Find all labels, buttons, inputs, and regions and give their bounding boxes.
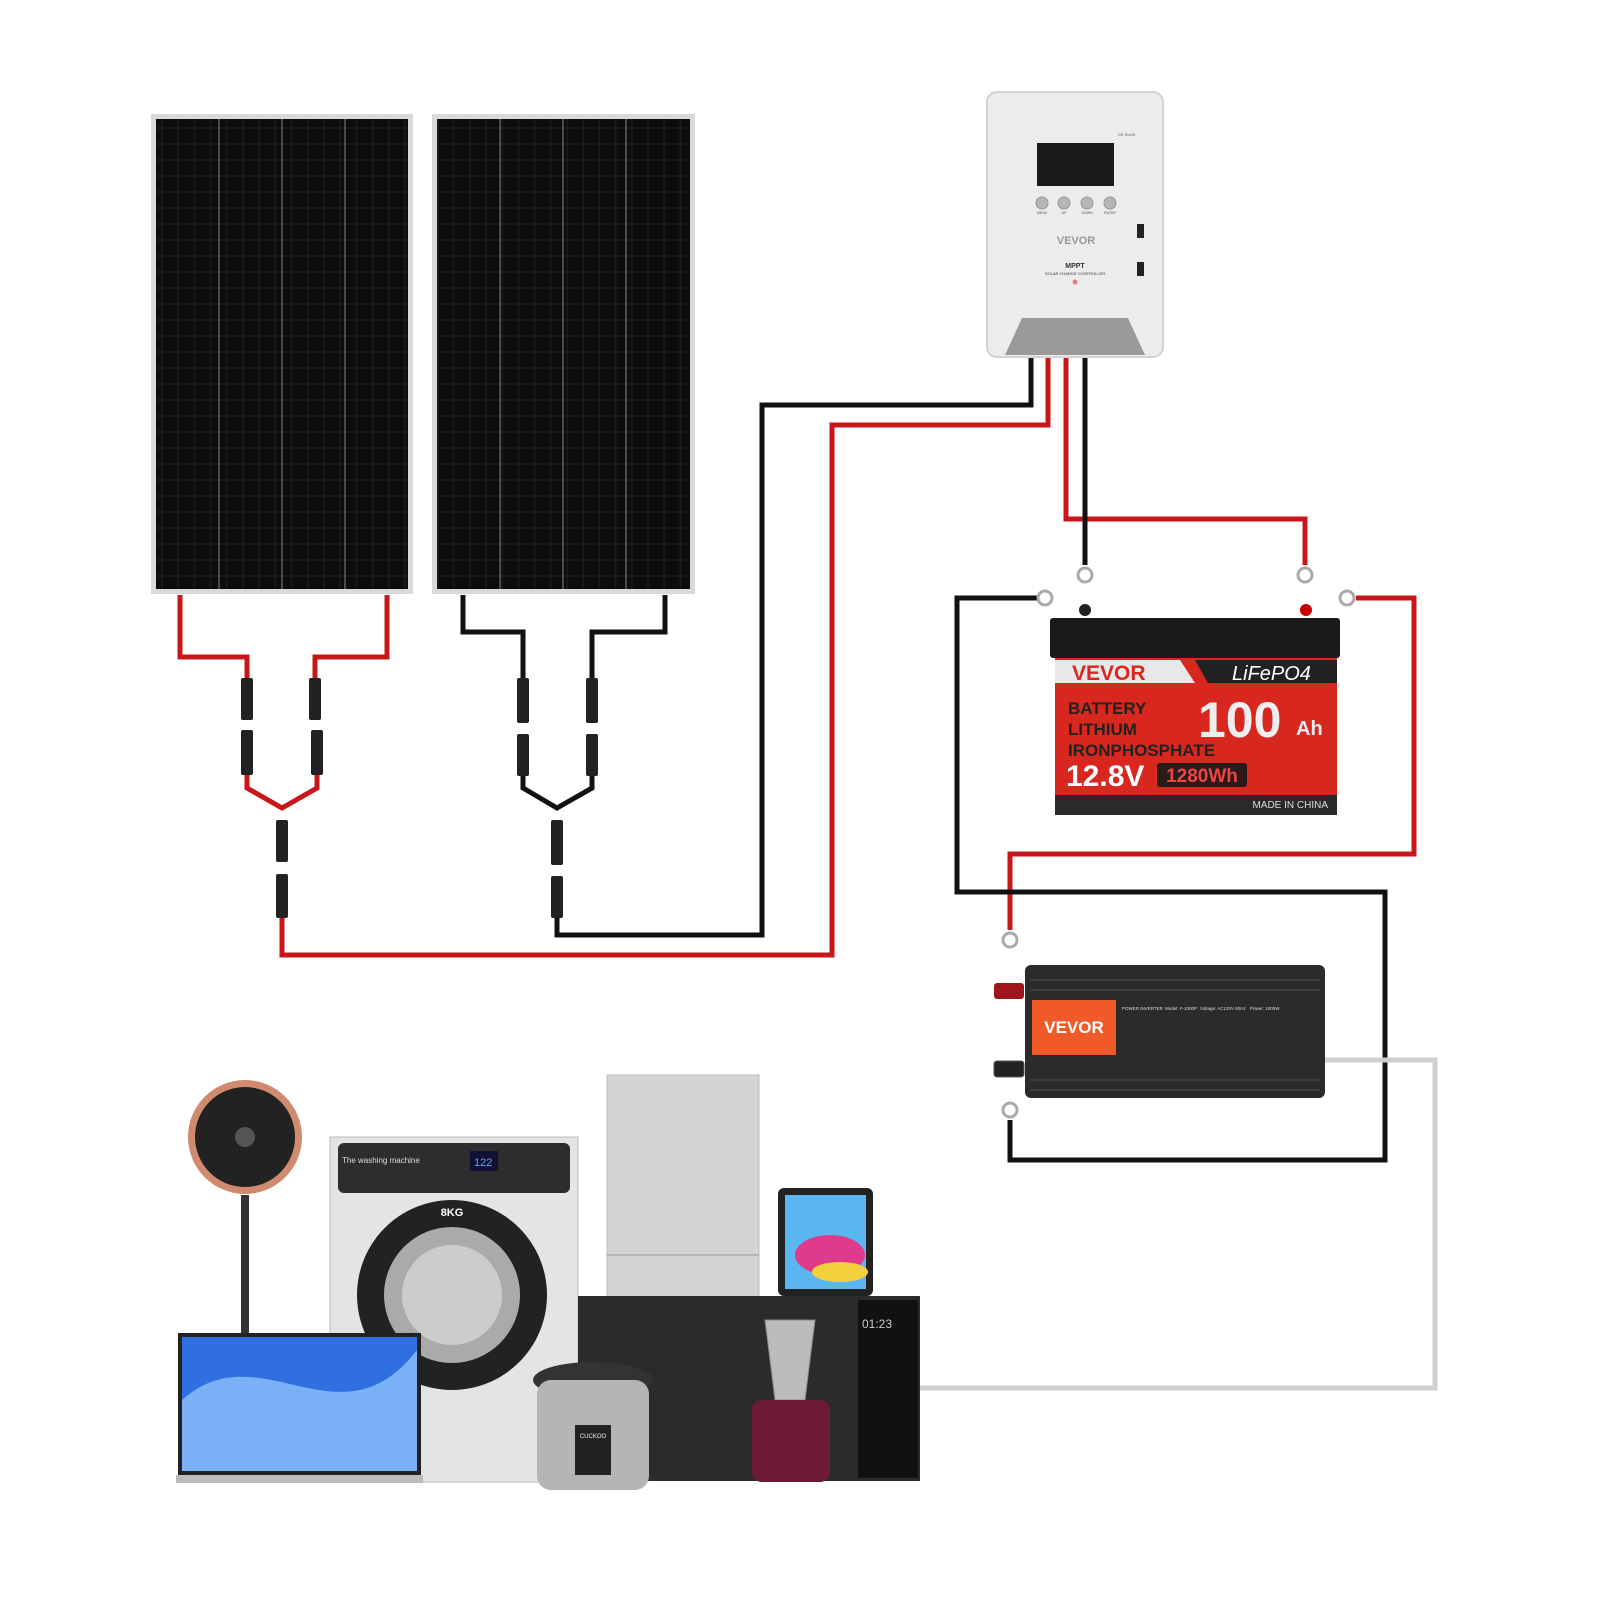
inverter-voltage: Voltage: AC120V 60Hz xyxy=(1200,1006,1247,1011)
negative-wires xyxy=(460,358,1388,1163)
battery-line1: BATTERY xyxy=(1068,699,1147,718)
battery-brand: VEVOR xyxy=(1072,662,1146,685)
controller-buttons-0: MENU xyxy=(1037,211,1048,215)
blender xyxy=(752,1319,830,1482)
ac-output-wire xyxy=(920,1057,1438,1391)
inverter-power: Power: 1000W xyxy=(1250,1006,1280,1011)
fan xyxy=(188,1080,302,1335)
inverter-brand: VEVOR xyxy=(1044,1018,1104,1037)
controller-buttons-3: ENTER xyxy=(1104,211,1116,215)
up-button xyxy=(1057,196,1071,210)
controller-subtitle: SOLAR CHARGE CONTROLLER xyxy=(1045,271,1105,276)
battery-line3: IRONPHOSPHATE xyxy=(1068,741,1215,760)
controller-buttons-2: DOWN xyxy=(1081,211,1093,215)
down-button xyxy=(1080,196,1094,210)
controller-model: MPPT xyxy=(1065,263,1085,270)
battery-capacity_unit: Ah xyxy=(1296,718,1323,740)
battery-capacity: 100 xyxy=(1198,692,1281,748)
mppt-charge-controller: CE RoHS MENU UP DOWN ENTER VEVOR MPPT SOLA… xyxy=(986,91,1164,358)
solar-panel-2 xyxy=(432,114,695,594)
controller-buttons-1: UP xyxy=(1062,211,1068,215)
appliances-microwave_display: 01:23 xyxy=(862,1317,892,1331)
battery-energy: 1280Wh xyxy=(1166,766,1238,787)
household-appliances: The washing machine 122 8KG 01:23 xyxy=(176,1074,920,1490)
ring-terminals xyxy=(1001,566,1356,1119)
appliances-washer_capacity: 8KG xyxy=(441,1207,464,1219)
negative-terminal xyxy=(993,1060,1025,1078)
inverter-type: POWER INVERTER xyxy=(1122,1006,1164,1011)
enter-button xyxy=(1103,196,1117,210)
controller-cert: CE RoHS xyxy=(1118,132,1136,137)
positive-wires xyxy=(177,358,1417,958)
appliances-washer_label: The washing machine xyxy=(342,1156,420,1165)
mc4-connectors xyxy=(241,678,598,918)
battery-line2: LITHIUM xyxy=(1068,720,1137,739)
tablet xyxy=(778,1188,873,1296)
laptop xyxy=(176,1333,423,1483)
power-inverter: VEVOR POWER INVERTER Model: F-1000P Volt… xyxy=(993,965,1325,1098)
refrigerator xyxy=(606,1074,760,1301)
appliances-washer_display: 122 xyxy=(474,1157,492,1169)
appliances-cooker_brand: CUCKOO xyxy=(580,1434,607,1440)
usb-port xyxy=(1137,262,1144,276)
controller-display xyxy=(1037,143,1114,186)
pressure-cooker: CUCKOO xyxy=(533,1362,653,1490)
solar-panel-1 xyxy=(151,114,413,594)
battery-origin: MADE IN CHINA xyxy=(1252,800,1328,811)
menu-button xyxy=(1035,196,1049,210)
lifepo4-battery: VEVOR LiFePO4 BATTERY LITHIUM IRONPHOSPH… xyxy=(1050,604,1340,815)
controller-brand: VEVOR xyxy=(1057,235,1096,247)
usb-port xyxy=(1137,224,1144,238)
positive-terminal xyxy=(994,983,1024,999)
battery-chemistry: LiFePO4 xyxy=(1232,663,1311,685)
inverter-model: Model: F-1000P xyxy=(1165,1006,1197,1011)
battery-voltage: 12.8V xyxy=(1066,760,1144,793)
